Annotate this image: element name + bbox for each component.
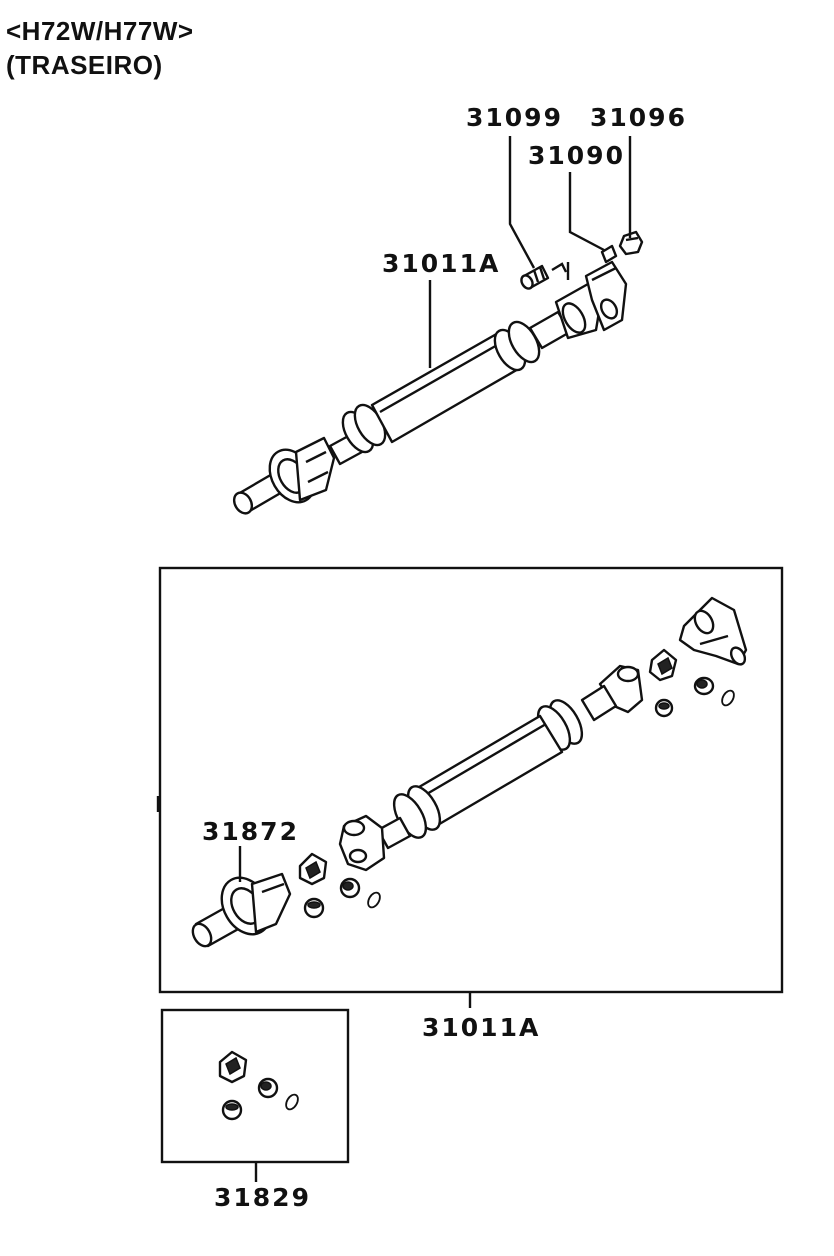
exploded-rear-tube-yoke [580,664,644,722]
callout-bolt: 31099 [466,103,563,132]
callout-shaft-top: 31011A [382,249,500,278]
joint-kit-parts [218,1050,299,1121]
propeller-shaft-assembled [232,230,644,515]
kit-bearing-caps [221,1077,299,1121]
kit-spider [218,1050,248,1084]
exploded-rear-spider [648,648,678,682]
top-leader-lines [428,136,632,368]
diagram-model-title: <H72W/H77W> [6,16,194,46]
exploded-front-neck [376,816,412,850]
front-universal-joint [268,436,336,504]
callout-washer: 31090 [528,141,625,170]
callout-nut: 31096 [590,103,687,132]
callout-center-bearing: 31872 [202,817,299,846]
exploded-front-tube-yoke [338,814,386,872]
flange-nut [618,230,644,256]
callout-shaft-box: 31011A [422,1013,540,1042]
exploded-front-spider [298,852,328,886]
callout-joint-kit: 31829 [214,1183,311,1212]
leader-washer [568,172,605,252]
leader-bolt [508,136,536,269]
alignment-marker [551,262,570,280]
diagram-position-title: (TRASEIRO) [6,50,163,80]
exploded-rear-bearing-caps [654,676,735,718]
exploded-front-bearing-caps [303,877,381,919]
flange-bolt [520,264,550,290]
exploded-rear-flange-yoke [678,596,748,666]
exploded-shaft [191,596,748,948]
joint-kit-box [160,1008,350,1164]
exploded-center-bearing [191,872,292,948]
rear-universal-joint [554,260,628,340]
flange-washer [600,244,618,264]
exploded-front-collar [392,785,442,839]
